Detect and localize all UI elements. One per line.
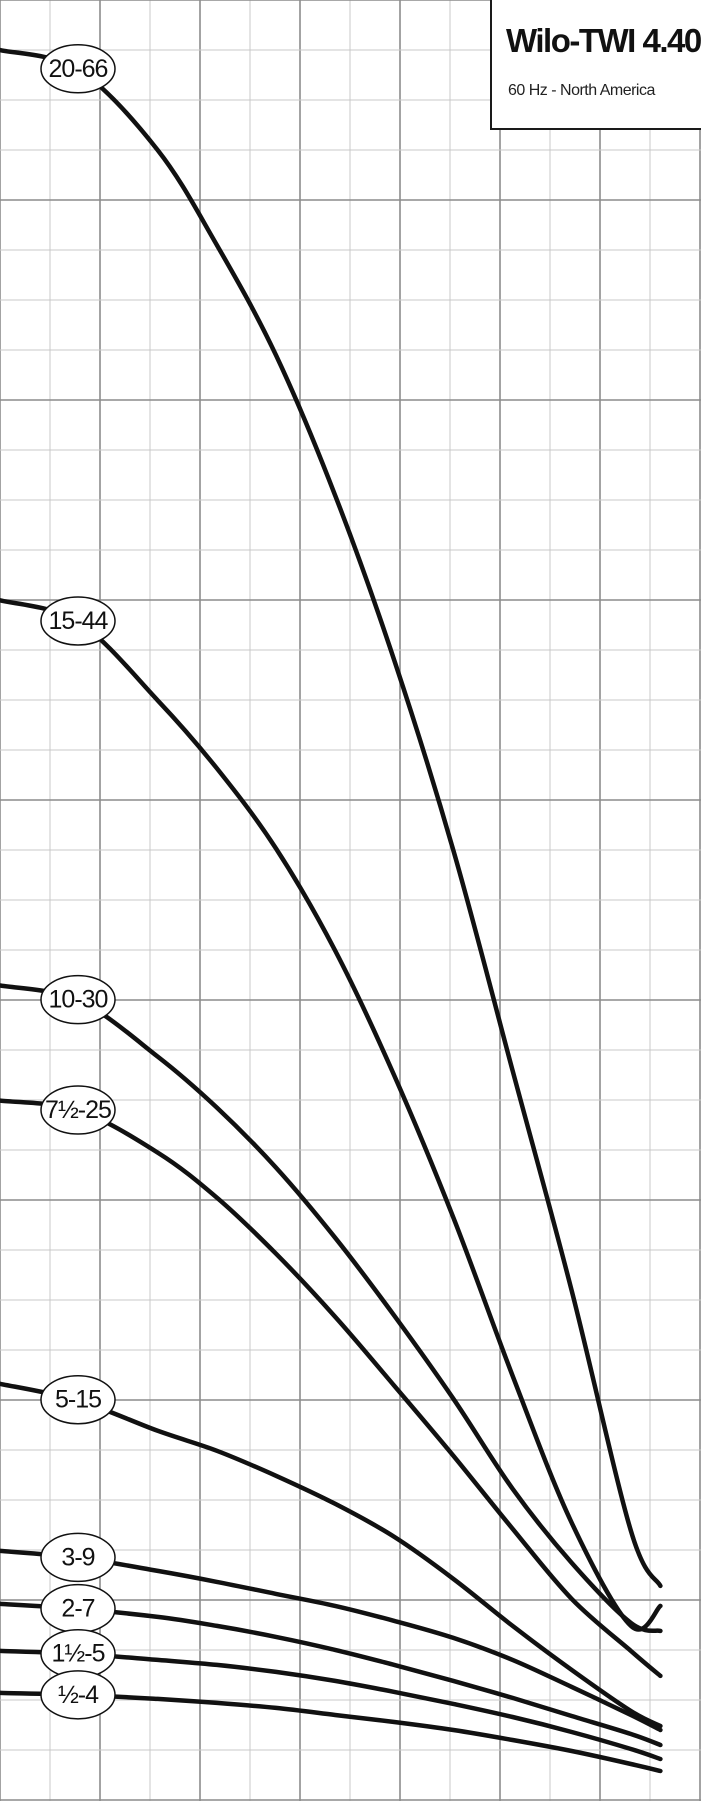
series-line	[0, 1648, 663, 1762]
series-label-oval	[40, 1532, 116, 1583]
series-label-text: 10-30	[49, 986, 108, 1014]
series-line	[0, 1548, 663, 1733]
series-line	[0, 1690, 663, 1774]
series-label-oval	[40, 974, 116, 1025]
series-label-text: 1½-5	[52, 1640, 105, 1668]
series-label-text: 15-44	[49, 607, 109, 635]
series-label: 15-44	[40, 596, 116, 646]
curve-labels: 20-66 15-44 10-30 7½-25 5-15 3-9 2-7 1½-5 ½-4	[40, 44, 116, 1720]
chart-title: Wilo-TWI 4.40	[506, 22, 701, 59]
series-line	[0, 598, 663, 1632]
series-label: 20-66	[40, 44, 116, 94]
series-label: 2-7	[40, 1583, 116, 1634]
series-label: 5-15	[40, 1374, 116, 1425]
series-label-text: 3-9	[61, 1543, 94, 1571]
series-label: 7½-25	[40, 1085, 116, 1135]
title-box: Wilo-TWI 4.40 60 Hz - North America	[490, 0, 701, 130]
series-label-oval	[40, 1085, 116, 1135]
series-label: 3-9	[40, 1532, 116, 1583]
series-line	[0, 983, 663, 1634]
series-label: 1½-5	[40, 1628, 116, 1679]
series-line	[0, 1601, 663, 1748]
series-line	[0, 1381, 663, 1729]
series-label-text: 2-7	[61, 1595, 94, 1623]
series-label: ½-4	[40, 1670, 116, 1720]
series-line	[0, 47, 663, 1589]
chart-subtitle: 60 Hz - North America	[508, 82, 655, 99]
series-line	[0, 1098, 663, 1679]
series-label-text: 20-66	[49, 55, 108, 83]
curves	[0, 47, 663, 1774]
series-label-text: ½-4	[58, 1681, 99, 1709]
series-label-oval	[40, 1670, 116, 1720]
series-label-oval	[40, 44, 116, 94]
series-label-text: 7½-25	[45, 1096, 111, 1124]
series-label-text: 5-15	[55, 1386, 101, 1414]
series-label-oval	[40, 596, 116, 646]
series-label: 10-30	[40, 974, 116, 1025]
series-label-oval	[40, 1374, 116, 1425]
